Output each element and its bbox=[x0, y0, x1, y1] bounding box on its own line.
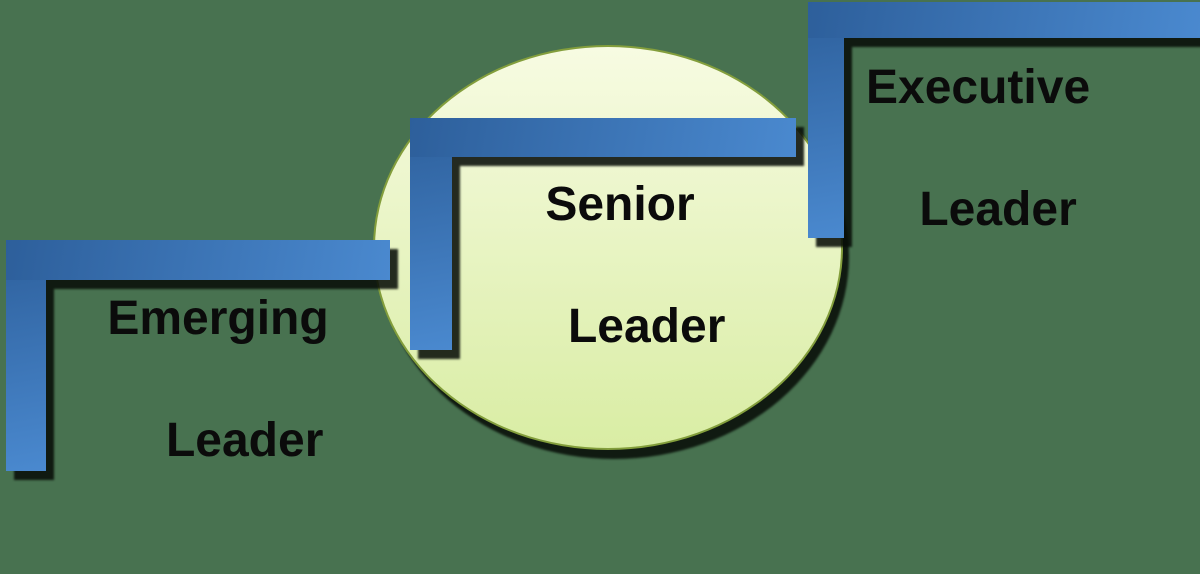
emerging-label-line2: Leader bbox=[165, 414, 324, 467]
emerging-step-horizontal-bar bbox=[6, 240, 390, 280]
executive-label-line2: Leader bbox=[919, 183, 1077, 236]
executive-step-horizontal-bar bbox=[808, 2, 1200, 38]
executive-leader-step-shape bbox=[808, 2, 1200, 238]
senior-leader-label: Senior Leader bbox=[420, 174, 820, 357]
executive-step-vertical-bar bbox=[808, 2, 844, 238]
emerging-leader-label: Emerging Leader bbox=[18, 288, 418, 471]
senior-label-line2: Leader bbox=[567, 300, 726, 353]
emerging-label-line1: Emerging bbox=[107, 292, 329, 345]
executive-label-line1: Executive bbox=[866, 61, 1091, 114]
senior-leader-step-shape bbox=[410, 118, 796, 350]
senior-step-horizontal-bar bbox=[410, 118, 796, 157]
senior-label-line1: Senior bbox=[545, 178, 695, 231]
emerging-leader-step-shape bbox=[6, 240, 390, 471]
executive-leader-label: Executive Leader bbox=[866, 57, 1196, 240]
